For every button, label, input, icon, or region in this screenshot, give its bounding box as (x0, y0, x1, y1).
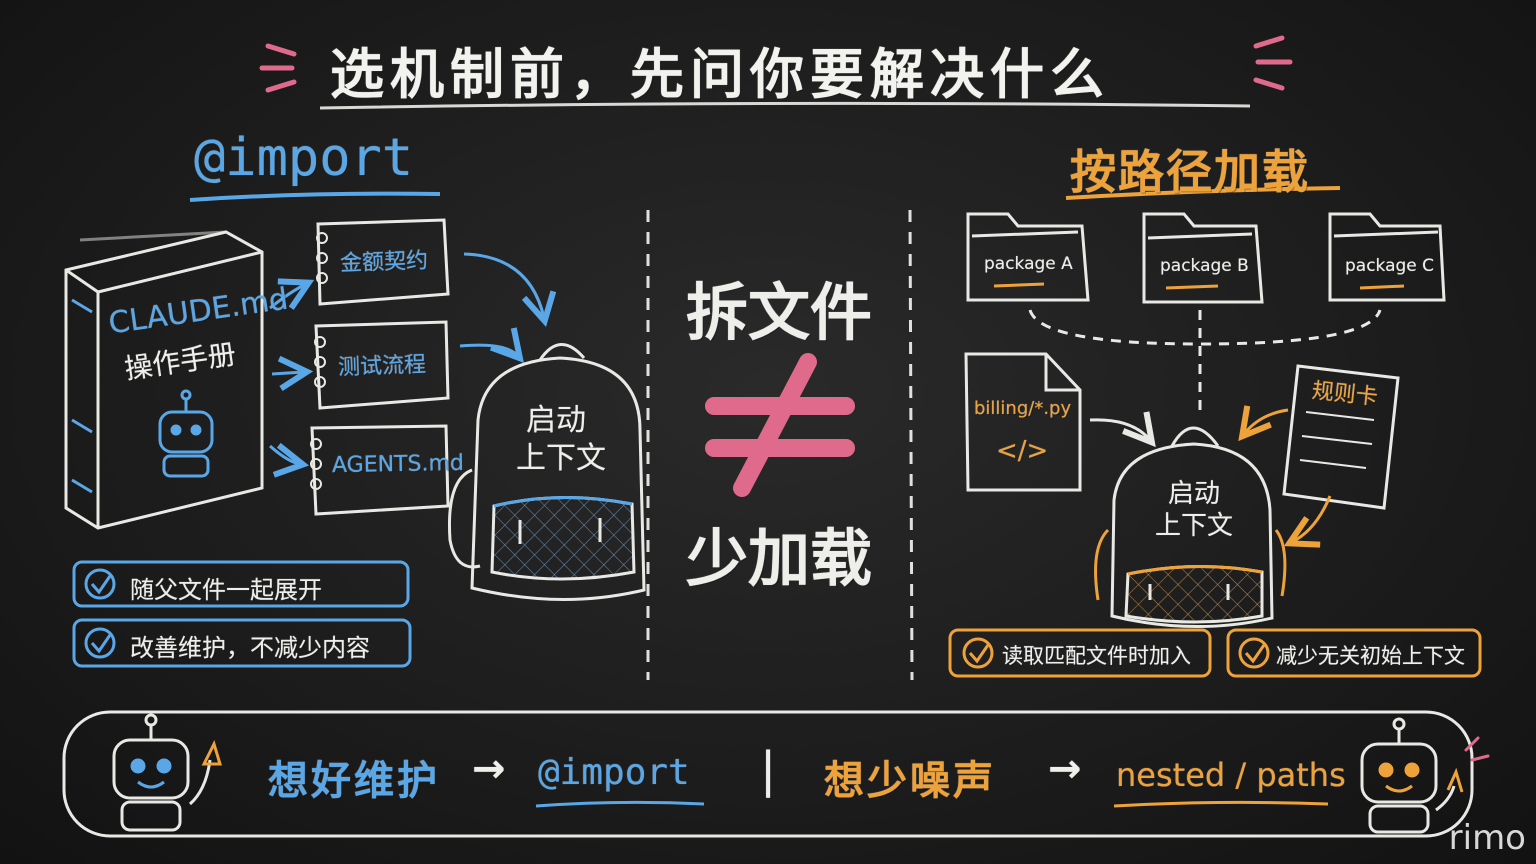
file-to-bag-arrow (1089, 420, 1150, 440)
watermark: rimo (1448, 818, 1526, 858)
route-underline (1065, 186, 1341, 200)
bottom-import-code: @import (538, 752, 690, 793)
page-title: 选机制前，先问你要解决什么 (330, 43, 1110, 106)
bottom-code-underline-left (535, 800, 705, 808)
title-sparkles-right (1253, 35, 1293, 91)
not-equal-icon (705, 353, 855, 497)
robot-icon (158, 389, 214, 478)
code-file-icon (964, 352, 1082, 492)
route-load-heading: 按路径加载 (1070, 145, 1310, 199)
billing-file-label: billing/*.py (974, 398, 1072, 419)
right-check-1: 读取匹配文件时加入 (1002, 644, 1191, 668)
note-test-process: 测试流程 (337, 352, 427, 381)
bottom-banner-frame (62, 710, 1474, 838)
right-check-2: 减少无关初始上下文 (1276, 644, 1465, 668)
import-heading: @import (194, 128, 414, 188)
backpack-right-icon (1094, 426, 1287, 629)
bottom-maintain-text: 想好维护 (268, 758, 440, 804)
center-less-loading: 少加载 (686, 522, 873, 595)
right-bag-label-line1: 启动 (1167, 479, 1220, 509)
center-split-files: 拆文件 (686, 276, 873, 349)
divider-right (908, 209, 914, 681)
rule-card-label: 规则卡 (1310, 378, 1379, 411)
right-check-frames (948, 628, 1482, 678)
right-bag-label: 启动 上下文 (1154, 478, 1234, 542)
book-to-note-arrows (269, 252, 544, 464)
right-bag-label-line2: 上下文 (1154, 511, 1233, 541)
title-underline (319, 101, 1251, 110)
bottom-right-arrow: → (1048, 746, 1085, 792)
backpack-left-icon (448, 343, 646, 601)
package-c-label: package C (1345, 256, 1435, 276)
left-check-1: 随父文件一起展开 (130, 576, 322, 604)
left-check-frames (72, 560, 412, 668)
rule-card-icon (1282, 364, 1400, 510)
left-bag-label-line2: 上下文 (516, 441, 606, 476)
bottom-less-noise-text: 想少噪声 (824, 758, 996, 804)
left-check-2: 改善维护，不减少内容 (130, 634, 370, 662)
bottom-divider: | (760, 742, 780, 798)
rule-card-arrows (1244, 410, 1332, 542)
note-amount-contract: 金额契约 (339, 248, 429, 277)
import-underline (189, 191, 441, 202)
bottom-code-underline-right (1113, 800, 1329, 808)
left-bag-label: 启动 上下文 (516, 402, 606, 478)
robot-right-sparkle (1464, 736, 1490, 762)
code-symbol: </> (996, 436, 1049, 466)
package-b-label: package B (1160, 256, 1249, 276)
bottom-left-arrow: → (472, 746, 509, 792)
robot-left-icon (112, 713, 223, 832)
robot-right-icon (1360, 717, 1464, 834)
left-bag-label-line1: 启动 (526, 403, 586, 438)
bottom-nested-paths-code: nested / paths (1116, 756, 1346, 794)
book-icon (64, 230, 264, 530)
note-cards (310, 218, 450, 516)
title-sparkles-left (259, 43, 297, 93)
note-agents-md: AGENTS.md (331, 450, 465, 479)
package-folders (966, 212, 1446, 304)
package-a-label: package A (984, 254, 1073, 274)
